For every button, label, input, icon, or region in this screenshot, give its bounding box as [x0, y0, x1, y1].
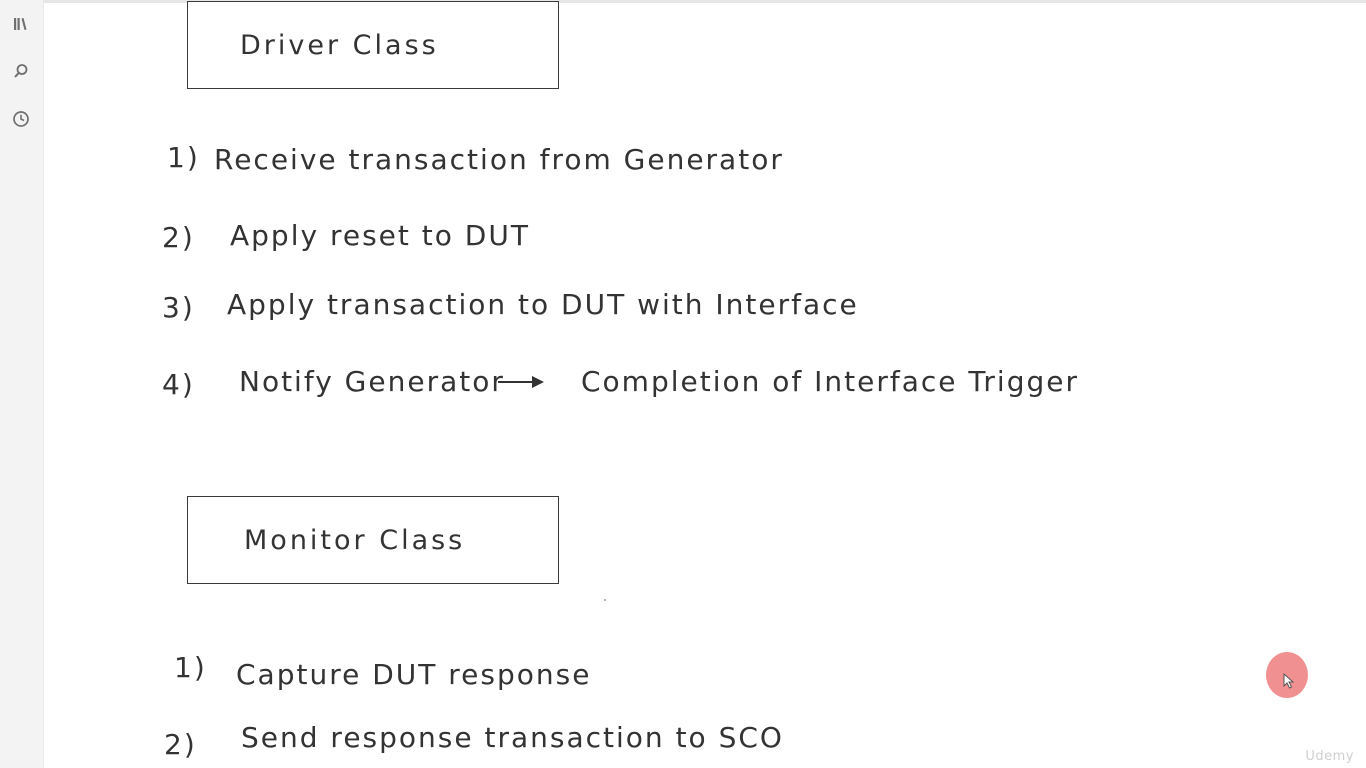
driver-item-4-text-after-arrow: Completion of Interface Trigger: [581, 365, 1079, 398]
driver-class-box: Driver Class: [187, 1, 559, 89]
library-icon[interactable]: [11, 14, 31, 34]
driver-class-title: Driver Class: [240, 29, 439, 61]
driver-item-4-number: 4): [162, 368, 195, 401]
driver-item-3-number: 3): [162, 291, 195, 324]
monitor-item-2-number: 2): [164, 728, 197, 761]
note-canvas: Driver Class 1) Receive transaction from…: [44, 1, 1366, 768]
mouse-cursor-icon: [1283, 673, 1295, 689]
top-strip: [0, 0, 1366, 3]
right-arrow-icon: [498, 376, 544, 388]
driver-item-1-text: Receive transaction from Generator: [214, 143, 784, 176]
watermark: Udemy: [1305, 749, 1354, 764]
stray-ink-dot: [604, 599, 606, 601]
search-icon[interactable]: [11, 61, 31, 81]
driver-item-3-text: Apply transaction to DUT with Interface: [227, 288, 859, 321]
monitor-item-2-text: Send response transaction to SCO: [241, 721, 784, 754]
driver-item-2-number: 2): [162, 221, 195, 254]
sidebar: [0, 0, 44, 768]
driver-item-1-number: 1): [167, 141, 200, 174]
driver-item-2-text: Apply reset to DUT: [230, 219, 530, 252]
monitor-class-box: Monitor Class: [187, 496, 559, 584]
driver-item-4-text-before-arrow: Notify Generator: [239, 365, 505, 398]
pointer-highlight: [1266, 652, 1308, 698]
history-icon[interactable]: [11, 109, 31, 129]
monitor-class-title: Monitor Class: [244, 524, 466, 556]
monitor-item-1-text: Capture DUT response: [236, 658, 592, 691]
monitor-item-1-number: 1): [174, 651, 207, 684]
